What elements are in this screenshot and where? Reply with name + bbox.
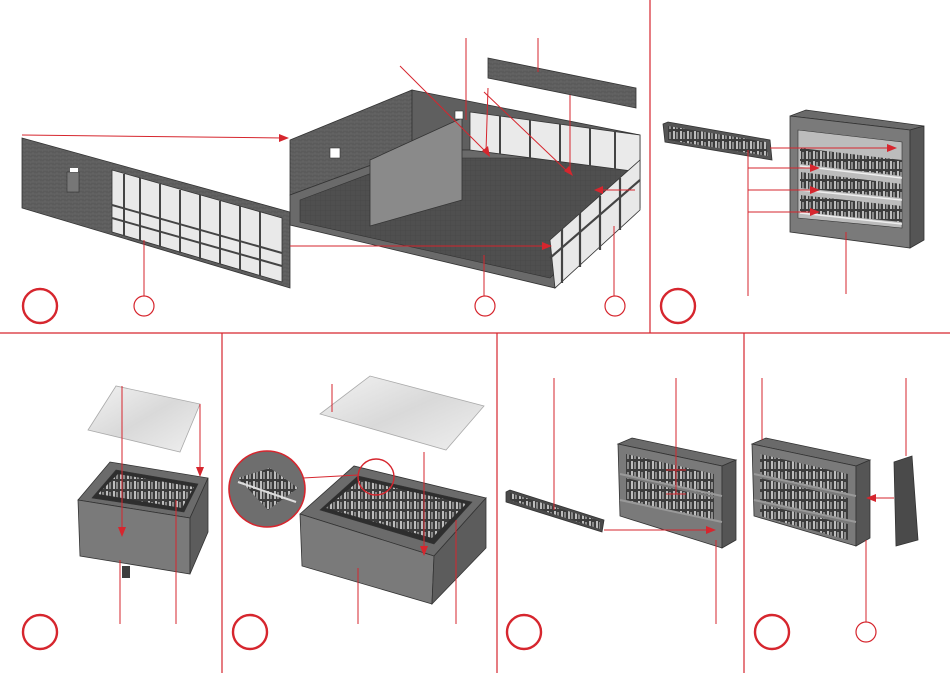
wall-shelf-part [618,438,736,548]
front-wall-part [22,138,290,288]
panel-wall-shelf-side [752,378,918,649]
glass-cover-part [320,376,484,450]
part-callout-icon [856,622,876,642]
shop-building-box [290,90,640,288]
small-freezer-part [78,462,208,578]
panel-shelf-unit [661,110,924,323]
step-circle-icon [755,615,789,649]
part-callout-icon [475,296,495,316]
wall-shelf-part [752,438,870,546]
step-circle-icon [233,615,267,649]
large-freezer-part [300,466,486,604]
arrow-icon [279,134,289,142]
glass-cover-part [88,386,200,452]
roof-strip-part [488,58,636,108]
step-circle-icon [507,615,541,649]
part-callout-icon [605,296,625,316]
panel-large-freezer [229,376,486,649]
step-circle-icon [23,615,57,649]
side-panel-part [894,456,918,546]
panel-wall-floor-assembly [22,38,640,323]
panel-small-freezer [23,386,208,649]
panel-wall-shelf-strip [506,378,736,649]
part-callout-icon [134,296,154,316]
step-circle-icon [23,289,57,323]
arrow-icon [196,467,204,477]
step-circle-icon [661,289,695,323]
shelf-cabinet-part [790,110,924,248]
